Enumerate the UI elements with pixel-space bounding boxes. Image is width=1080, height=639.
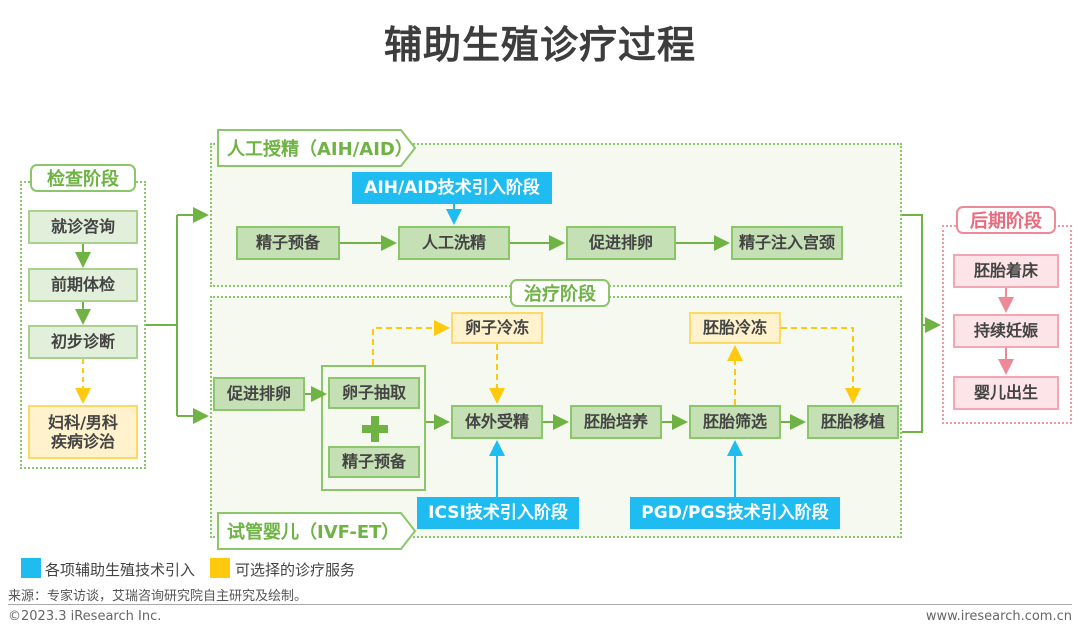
aih-tag-label: 人工授精（AIH/AID） [227, 139, 413, 160]
later-step-birth: 婴儿出生 [953, 376, 1059, 410]
ivf-tag-shape [217, 512, 417, 550]
aih-step-ovulation: 促进排卵 [566, 226, 676, 260]
footer-divider [8, 604, 1072, 605]
pgd-tech-badge: PGD/PGS技术引入阶段 [630, 497, 840, 529]
optional-disease-treatment: 妇科/男科 疾病诊治 [28, 405, 138, 459]
merge-right [902, 214, 923, 433]
step-diagnosis: 初步诊断 [28, 325, 138, 359]
ivf-tag: 试管婴儿（IVF-ET） [217, 512, 417, 550]
aih-step-sperm-prep: 精子预备 [236, 226, 340, 260]
ivf-step-transfer: 胚胎移植 [807, 405, 899, 439]
ivf-embryo-freeze: 胚胎冷冻 [689, 312, 781, 344]
website-link[interactable]: www.iresearch.com.cn [925, 609, 1072, 624]
aih-panel [210, 143, 902, 287]
later-step-pregnancy: 持续妊娠 [953, 314, 1059, 348]
aih-step-insemination: 精子注入宫颈 [731, 226, 843, 260]
optional-line-1: 妇科/男科 [48, 412, 118, 432]
aih-step-washing: 人工洗精 [398, 226, 510, 260]
aih-tag-shape [217, 129, 417, 167]
page-title: 辅助生殖诊疗过程 [383, 23, 696, 67]
later-step-implantation: 胚胎着床 [953, 254, 1059, 288]
treatment-phase-label: 治疗阶段 [510, 279, 610, 307]
aih-tag: 人工授精（AIH/AID） [217, 129, 417, 167]
legend-swatch-optional [210, 558, 230, 578]
aih-tech-badge: AIH/AID技术引入阶段 [352, 172, 552, 204]
legend-label-optional: 可选择的诊疗服务 [235, 561, 356, 579]
legend-swatch-tech [21, 558, 41, 578]
copyright: ©2023.3 iResearch Inc. [8, 609, 162, 624]
later-phase-label: 后期阶段 [956, 206, 1056, 234]
step-pre-exam: 前期体检 [28, 268, 138, 302]
ivf-step-fertilization: 体外受精 [451, 405, 543, 439]
legend-label-tech: 各项辅助生殖技术引入 [45, 561, 196, 579]
source-note: 来源：专家访谈，艾瑞咨询研究院自主研究及绘制。 [8, 589, 308, 604]
step-consultation: 就诊咨询 [28, 210, 138, 244]
icsi-tech-badge: ICSI技术引入阶段 [417, 497, 579, 529]
ivf-tag-label: 试管婴儿（IVF-ET） [227, 522, 400, 543]
ivf-step-sperm-prep: 精子预备 [328, 446, 420, 478]
ivf-step-culture: 胚胎培养 [570, 405, 662, 439]
ivf-step-ovulation: 促进排卵 [213, 377, 305, 411]
optional-line-2: 疾病诊治 [50, 432, 115, 451]
check-phase-label: 检查阶段 [30, 164, 136, 192]
ivf-step-screening: 胚胎筛选 [689, 405, 781, 439]
plus-icon [362, 416, 388, 442]
ivf-egg-freeze: 卵子冷冻 [451, 312, 543, 344]
ivf-step-egg-retrieval: 卵子抽取 [328, 377, 420, 409]
